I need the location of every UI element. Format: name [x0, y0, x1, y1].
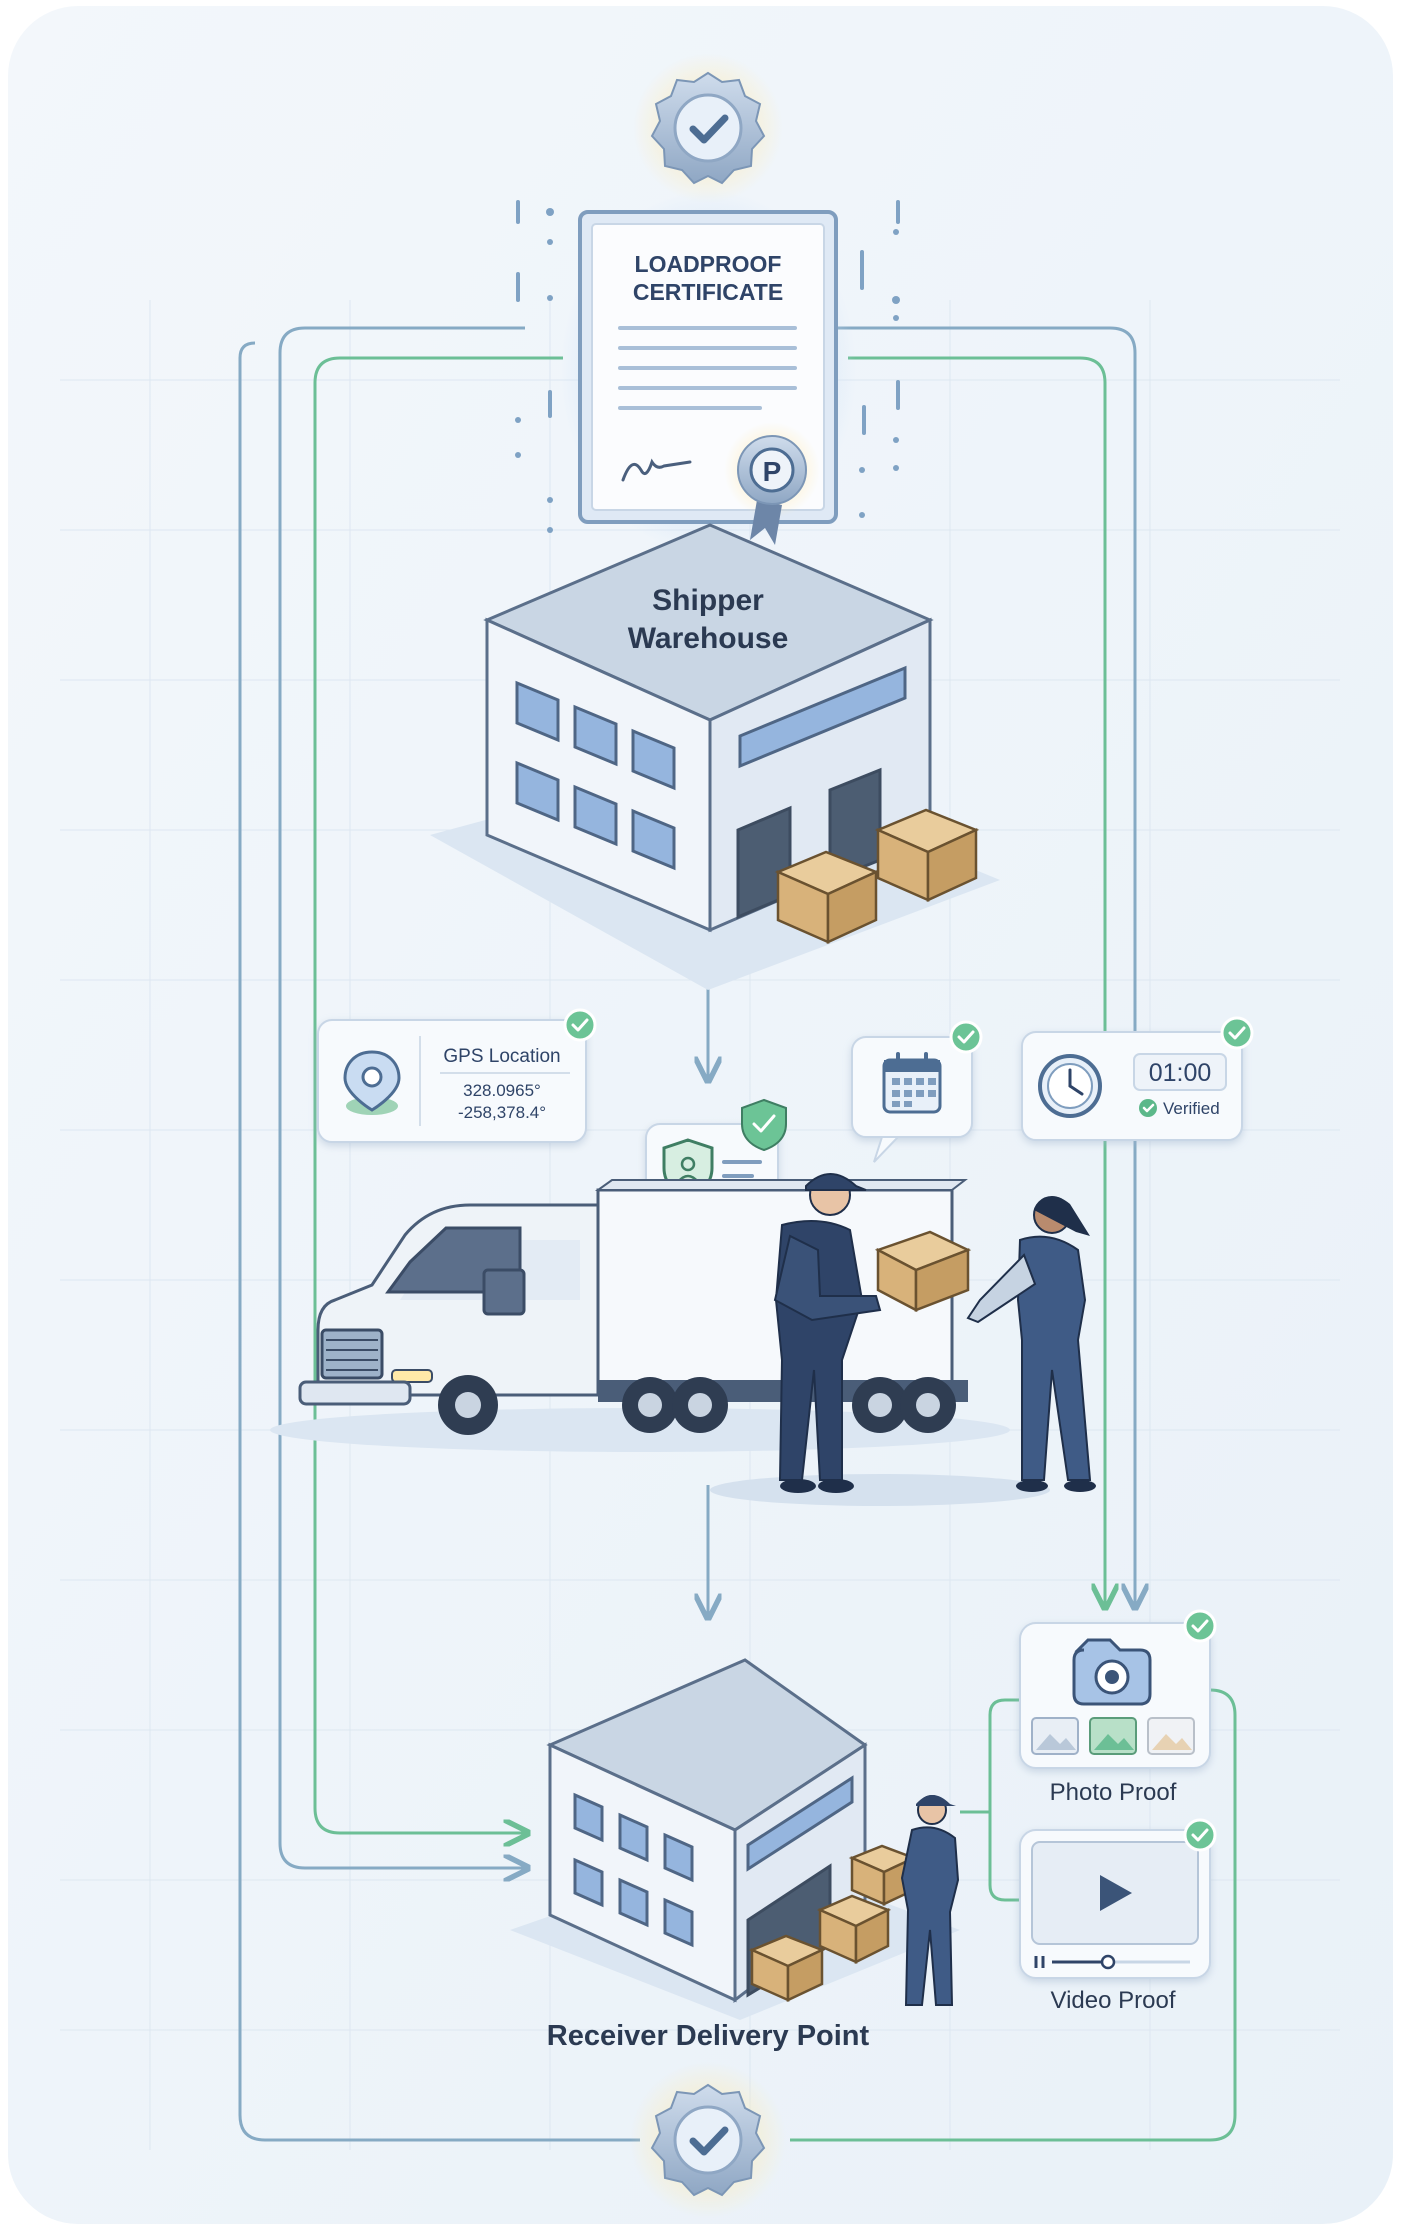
timer-status: Verified	[1163, 1099, 1220, 1118]
check-icon	[689, 2126, 729, 2156]
video-proof-label: Video Proof	[1051, 1987, 1176, 2014]
gps-coordinate-1: 328.0965°	[463, 1081, 541, 1100]
verified-check-icon	[1139, 1099, 1157, 1117]
video-proof-card: Video Proof	[1019, 1818, 1217, 2014]
shipper-label-line1: Shipper	[652, 584, 764, 617]
flow-lines	[238, 326, 1237, 2142]
check-badge	[1183, 1818, 1217, 1852]
check-icon	[689, 114, 729, 144]
shipper-boxes	[774, 808, 980, 944]
certificate-title-line1: LOADPROOF	[635, 251, 782, 277]
receiver-windows	[573, 1775, 854, 1948]
truck-grille	[320, 1328, 384, 1380]
top-verified-seal	[633, 53, 783, 203]
check-badge	[1183, 1609, 1217, 1643]
camera-icon	[1072, 1638, 1152, 1706]
signature-icon	[621, 458, 692, 482]
check-badge	[563, 1008, 597, 1042]
clock-icon	[1038, 1054, 1102, 1118]
timer-verified-card: 01:00 Verified	[1021, 1016, 1254, 1141]
calendar-card	[851, 1020, 983, 1163]
receiver-delivery-point: Receiver Delivery Point	[510, 1658, 960, 2052]
package-handoff-people	[710, 1173, 1096, 1506]
certificate-seal: P	[724, 422, 820, 545]
warehouse-worker-figure	[900, 1795, 960, 2006]
shipper-warehouse: Shipper Warehouse	[430, 523, 1000, 990]
seal-letter: P	[763, 456, 782, 487]
shipper-label-line2: Warehouse	[628, 622, 789, 655]
photo-proof-label: Photo Proof	[1050, 1779, 1177, 1806]
play-icon	[1100, 1875, 1132, 1911]
certificate-text-lines	[618, 326, 797, 410]
timer-time: 01:00	[1149, 1059, 1212, 1087]
truck-wheels	[438, 1375, 956, 1435]
handoff-box	[874, 1230, 972, 1313]
gps-coordinate-2: -258,378.4°	[458, 1103, 546, 1122]
shipper-windows	[515, 665, 907, 871]
certificate-decorations	[515, 200, 900, 533]
receiver-label: Receiver Delivery Point	[547, 2020, 870, 2052]
loadproof-certificate: LOADPROOF CERTIFICATE P	[560, 190, 856, 552]
receiver-boxes	[748, 1844, 918, 2002]
gps-label: GPS Location	[443, 1046, 560, 1067]
video-progress-bar	[1034, 1954, 1190, 1970]
image-thumbnails	[1031, 1717, 1195, 1755]
check-badge	[1220, 1016, 1254, 1050]
receiver-figure	[966, 1196, 1096, 1492]
bottom-verified-seal	[630, 2062, 786, 2218]
gps-location-card: GPS Location 328.0965° -258,378.4°	[317, 1008, 597, 1143]
calendar-icon	[882, 1052, 942, 1114]
certificate-title-line2: CERTIFICATE	[633, 279, 783, 305]
driver-figure	[773, 1173, 882, 1493]
green-shield-check-icon	[741, 1098, 787, 1152]
photo-proof-card: Photo Proof	[1019, 1609, 1217, 1806]
check-badge	[949, 1020, 983, 1054]
map-pin-icon	[343, 1050, 401, 1115]
